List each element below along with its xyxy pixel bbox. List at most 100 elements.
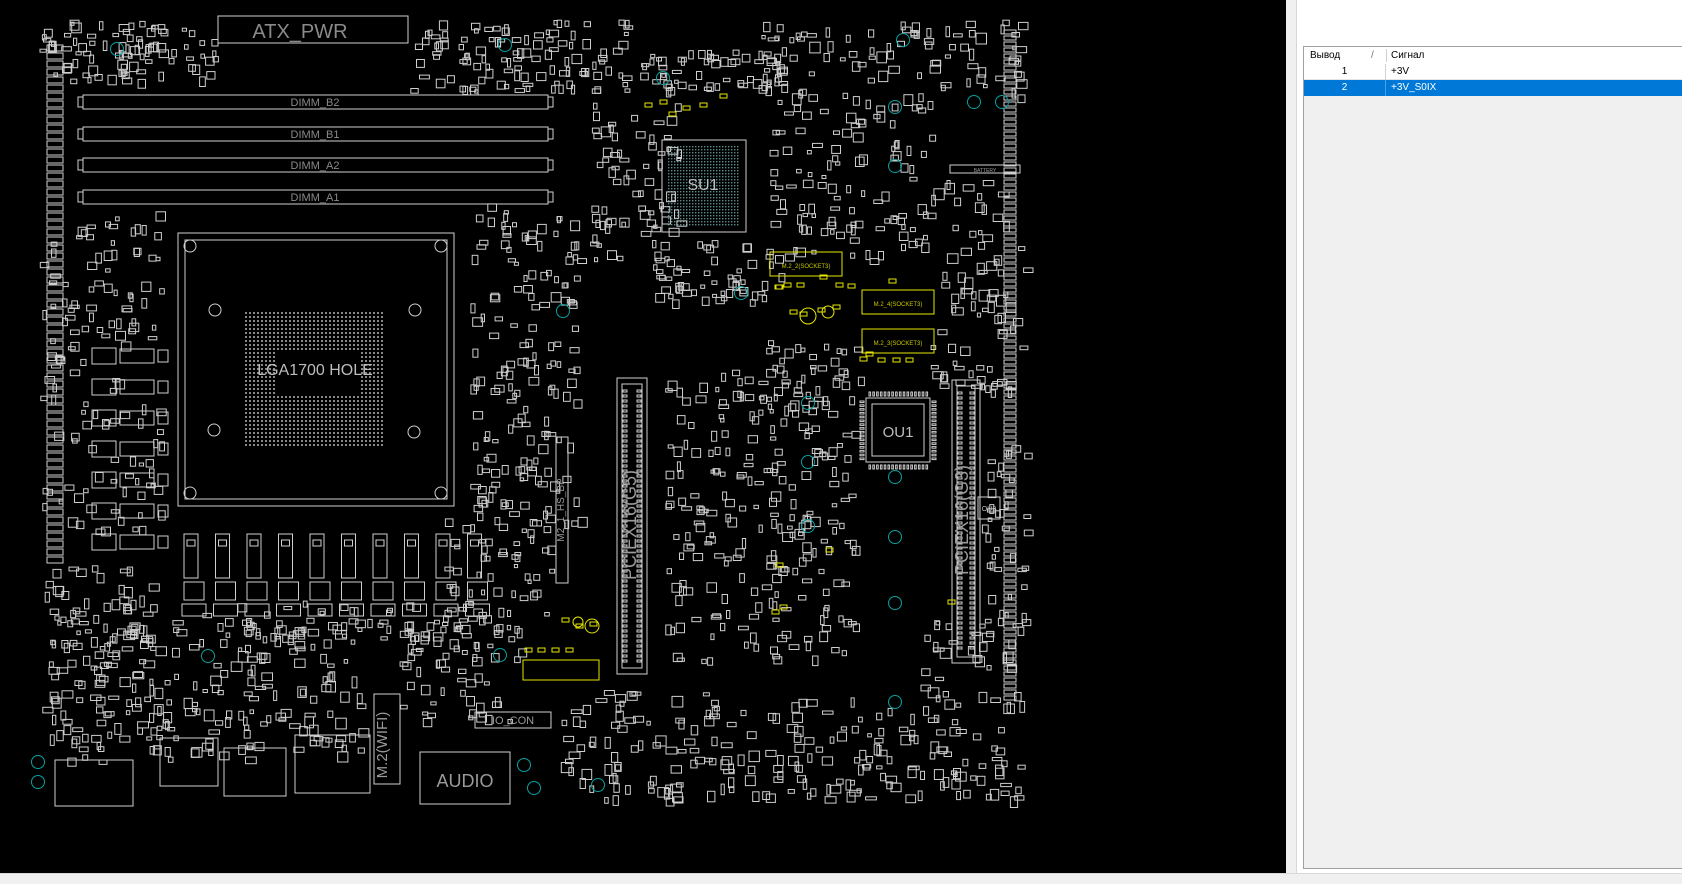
smd-component[interactable] bbox=[205, 738, 214, 750]
highlighted-component[interactable] bbox=[789, 309, 798, 315]
smd-component[interactable] bbox=[700, 284, 706, 289]
smd-component[interactable] bbox=[192, 64, 201, 75]
smd-component[interactable] bbox=[1008, 477, 1015, 483]
smd-component[interactable] bbox=[237, 651, 249, 663]
smd-component[interactable] bbox=[705, 536, 716, 544]
smd-component[interactable] bbox=[675, 595, 683, 607]
smd-component[interactable] bbox=[749, 411, 755, 422]
smd-component[interactable] bbox=[62, 718, 73, 725]
smd-component[interactable] bbox=[994, 567, 1003, 572]
smd-component[interactable] bbox=[865, 250, 871, 261]
smd-component[interactable] bbox=[727, 274, 733, 280]
smd-component[interactable] bbox=[684, 738, 696, 746]
smd-component[interactable] bbox=[491, 481, 501, 488]
smd-component[interactable] bbox=[909, 729, 916, 738]
smd-component[interactable] bbox=[211, 39, 219, 47]
smd-component[interactable] bbox=[748, 750, 760, 763]
smd-component[interactable] bbox=[98, 759, 108, 765]
smd-component[interactable] bbox=[618, 72, 624, 79]
smd-component[interactable] bbox=[910, 713, 915, 726]
smd-component[interactable] bbox=[933, 188, 945, 201]
smd-component[interactable] bbox=[514, 656, 521, 664]
smd-component[interactable] bbox=[39, 48, 47, 53]
smd-component[interactable] bbox=[776, 365, 785, 374]
smd-component[interactable] bbox=[943, 751, 952, 757]
smd-component[interactable] bbox=[473, 62, 482, 71]
smd-component[interactable] bbox=[528, 293, 535, 301]
smd-component[interactable] bbox=[551, 85, 556, 94]
smd-component[interactable] bbox=[63, 725, 72, 736]
smd-component[interactable] bbox=[971, 631, 982, 636]
smd-component[interactable] bbox=[1005, 450, 1012, 459]
smd-component[interactable] bbox=[1021, 584, 1028, 590]
smd-component[interactable] bbox=[564, 519, 570, 530]
smd-component[interactable] bbox=[225, 717, 231, 728]
smd-component[interactable] bbox=[927, 101, 934, 110]
smd-component[interactable] bbox=[487, 217, 496, 228]
mounting-hole[interactable] bbox=[888, 695, 902, 709]
smd-component[interactable] bbox=[152, 745, 162, 756]
smd-component[interactable] bbox=[174, 673, 179, 680]
smd-component[interactable] bbox=[501, 465, 509, 475]
smd-component[interactable] bbox=[681, 289, 692, 297]
smd-component[interactable] bbox=[72, 438, 78, 444]
smd-component[interactable] bbox=[117, 516, 125, 526]
smd-component[interactable] bbox=[278, 717, 287, 722]
smd-component[interactable] bbox=[612, 47, 623, 55]
smd-component[interactable] bbox=[878, 70, 889, 83]
smd-component[interactable] bbox=[139, 53, 145, 61]
smd-component[interactable] bbox=[802, 179, 814, 189]
mosfet[interactable] bbox=[183, 581, 205, 601]
smd-component[interactable] bbox=[938, 746, 948, 755]
smd-component[interactable] bbox=[932, 647, 945, 652]
smd-component[interactable] bbox=[728, 777, 735, 789]
smd-component[interactable] bbox=[579, 71, 589, 76]
smd-component[interactable] bbox=[1003, 651, 1014, 663]
smd-component[interactable] bbox=[866, 756, 874, 764]
smd-component[interactable] bbox=[173, 627, 180, 633]
smd-component[interactable] bbox=[543, 526, 552, 534]
smd-component[interactable] bbox=[302, 600, 308, 608]
smd-component[interactable] bbox=[151, 324, 157, 331]
smd-component[interactable] bbox=[109, 636, 116, 643]
smd-component[interactable] bbox=[462, 525, 472, 534]
smd-component[interactable] bbox=[572, 254, 579, 261]
smd-component[interactable] bbox=[960, 43, 970, 52]
smd-component[interactable] bbox=[255, 628, 261, 637]
smd-component[interactable] bbox=[47, 352, 57, 361]
smd-component[interactable] bbox=[500, 499, 507, 510]
pcie-slot-x16[interactable] bbox=[616, 377, 648, 675]
smd-component[interactable] bbox=[150, 483, 155, 488]
smd-component[interactable] bbox=[563, 282, 569, 289]
smd-component[interactable] bbox=[514, 389, 521, 397]
smd-component[interactable] bbox=[948, 640, 959, 645]
smd-component[interactable] bbox=[721, 372, 727, 382]
smd-component[interactable] bbox=[688, 84, 697, 91]
smd-component[interactable] bbox=[1002, 19, 1010, 27]
smd-component[interactable] bbox=[933, 641, 939, 653]
smd-component[interactable] bbox=[736, 268, 742, 274]
smd-component[interactable] bbox=[890, 215, 898, 225]
smd-component[interactable] bbox=[149, 678, 154, 686]
smd-component[interactable] bbox=[469, 86, 477, 92]
vrm-choke[interactable] bbox=[309, 533, 325, 579]
smd-component[interactable] bbox=[809, 354, 818, 361]
smd-component[interactable] bbox=[848, 493, 857, 499]
smd-component[interactable] bbox=[58, 498, 64, 505]
smd-component[interactable] bbox=[775, 255, 784, 264]
smd-component[interactable] bbox=[172, 620, 184, 626]
smd-component[interactable] bbox=[440, 687, 445, 696]
smd-component[interactable] bbox=[694, 756, 706, 765]
smd-component[interactable] bbox=[246, 742, 254, 751]
smd-component[interactable] bbox=[116, 318, 122, 330]
smd-component[interactable] bbox=[976, 262, 985, 275]
smd-component[interactable] bbox=[711, 256, 719, 266]
smd-component[interactable] bbox=[753, 504, 759, 510]
smd-component[interactable] bbox=[103, 250, 113, 261]
smd-component[interactable] bbox=[649, 58, 655, 66]
smd-component[interactable] bbox=[922, 211, 929, 219]
smd-component[interactable] bbox=[157, 429, 164, 436]
smd-component[interactable] bbox=[554, 341, 562, 347]
highlighted-pad[interactable] bbox=[572, 616, 584, 628]
smd-component[interactable] bbox=[901, 243, 906, 252]
